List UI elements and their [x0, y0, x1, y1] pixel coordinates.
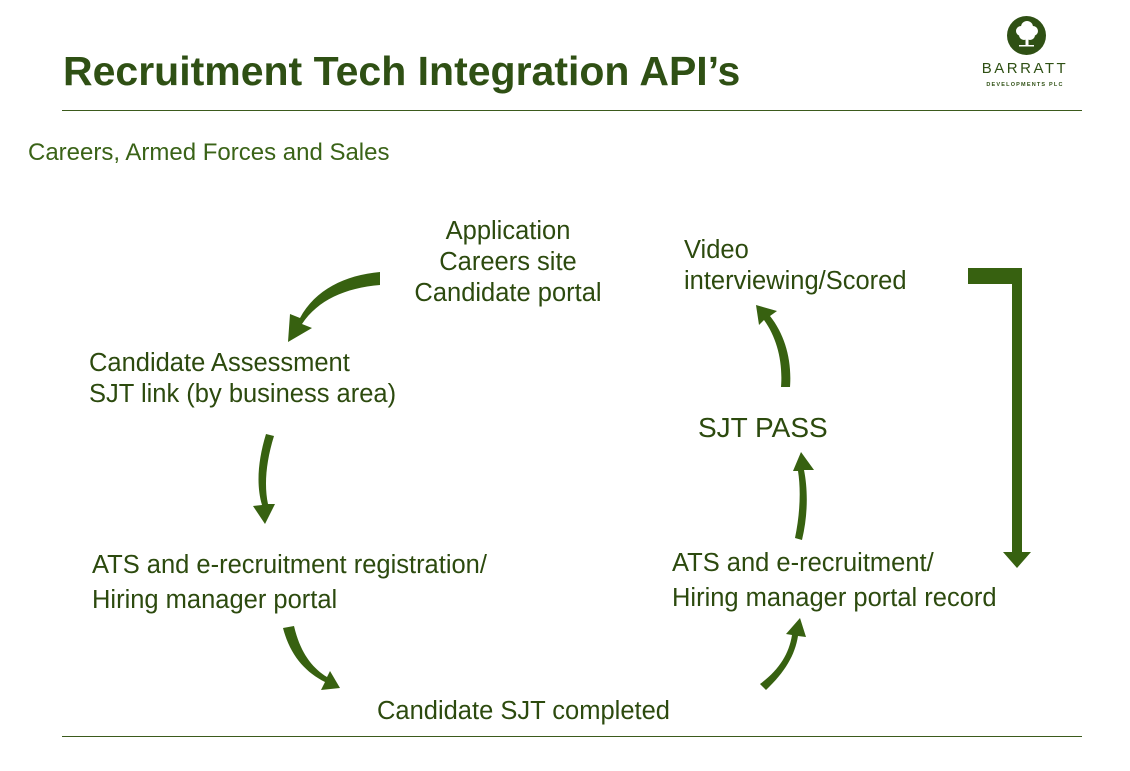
node-ats-registration-line: Hiring manager portal	[92, 586, 338, 614]
slide-title: Recruitment Tech Integration API’s	[63, 48, 741, 94]
node-ats-record-line: ATS and e-recruitment/	[672, 549, 934, 577]
node-sjt-pass-line: SJT PASS	[698, 412, 828, 443]
node-sjt-completed-line: Candidate SJT completed	[377, 697, 670, 725]
arrow-application-to-assessment	[288, 272, 380, 342]
node-assessment-line: Candidate Assessment	[89, 349, 350, 377]
node-ats-registration: ATS and e-recruitment registration/ Hiri…	[92, 548, 487, 618]
arrow-pass-to-video	[756, 305, 791, 387]
logo-name: BARRATT	[981, 60, 1069, 77]
node-sjt-pass: SJT PASS	[698, 412, 828, 443]
arrow-assessment-to-ats	[253, 434, 275, 524]
node-video-line: Video	[684, 236, 749, 264]
footer-divider	[62, 736, 1082, 737]
node-application-line: Careers site	[439, 248, 577, 276]
arrow-ats-to-completed	[283, 626, 340, 690]
arrow-video-to-record	[968, 268, 1031, 568]
node-application-line: Application	[445, 217, 571, 245]
node-application-line: Candidate portal	[414, 279, 602, 307]
node-video-line: interviewing/Scored	[684, 267, 907, 295]
node-assessment-line: SJT link (by business area)	[89, 380, 397, 408]
logo-subtitle: DEVELOPMENTS PLC	[986, 82, 1064, 88]
node-assessment: Candidate Assessment SJT link (by busine…	[89, 348, 396, 410]
node-video: Video interviewing/Scored	[684, 235, 907, 297]
slide-subtitle: Careers, Armed Forces and Sales	[28, 139, 390, 166]
arrow-record-to-pass	[793, 452, 814, 540]
header-divider	[62, 110, 1082, 111]
node-sjt-completed: Candidate SJT completed	[377, 696, 670, 727]
tree-icon	[1007, 16, 1046, 55]
node-ats-registration-line: ATS and e-recruitment registration/	[92, 551, 487, 579]
node-ats-record: ATS and e-recruitment/ Hiring manager po…	[672, 546, 997, 616]
arrow-completed-to-record	[760, 618, 806, 690]
node-ats-record-line: Hiring manager portal record	[672, 584, 997, 612]
node-application: Application Careers site Candidate porta…	[388, 216, 628, 309]
